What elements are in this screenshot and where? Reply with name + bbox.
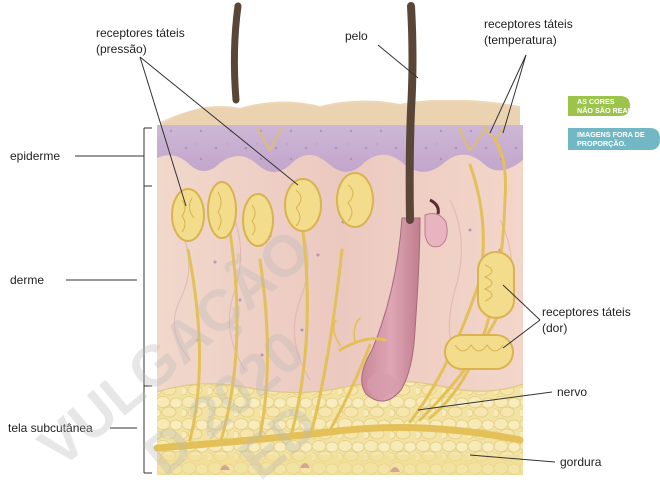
badge-proportion-line2: PROPORÇÃO. <box>577 139 626 148</box>
badge-colors-line2: NÃO SÃO REAIS. <box>577 106 637 115</box>
badges: AS CORES NÃO SÃO REAIS. IMAGENS FORA DE … <box>568 96 660 150</box>
label-pressure-line1: receptores táteis <box>96 26 185 40</box>
label-hair: pelo <box>345 29 368 43</box>
label-pain-line1: receptores táteis <box>542 305 631 319</box>
hair-shaft-left <box>234 6 238 100</box>
label-pressure-line2: (pressão) <box>96 42 147 56</box>
badge-colors-line1: AS CORES <box>577 97 615 106</box>
label-fat: gordura <box>560 455 602 469</box>
badge-proportion-line1: IMAGENS FORA DE <box>577 130 645 139</box>
hair-shaft-main <box>410 6 413 220</box>
label-dermis: derme <box>10 273 44 287</box>
label-temperature-line2: (temperatura) <box>484 33 557 47</box>
label-pain-line2: (dor) <box>542 321 567 335</box>
label-nerve: nervo <box>557 385 587 399</box>
label-temperature-line1: receptores táteis <box>484 17 573 31</box>
label-epidermis: epiderme <box>10 149 60 163</box>
